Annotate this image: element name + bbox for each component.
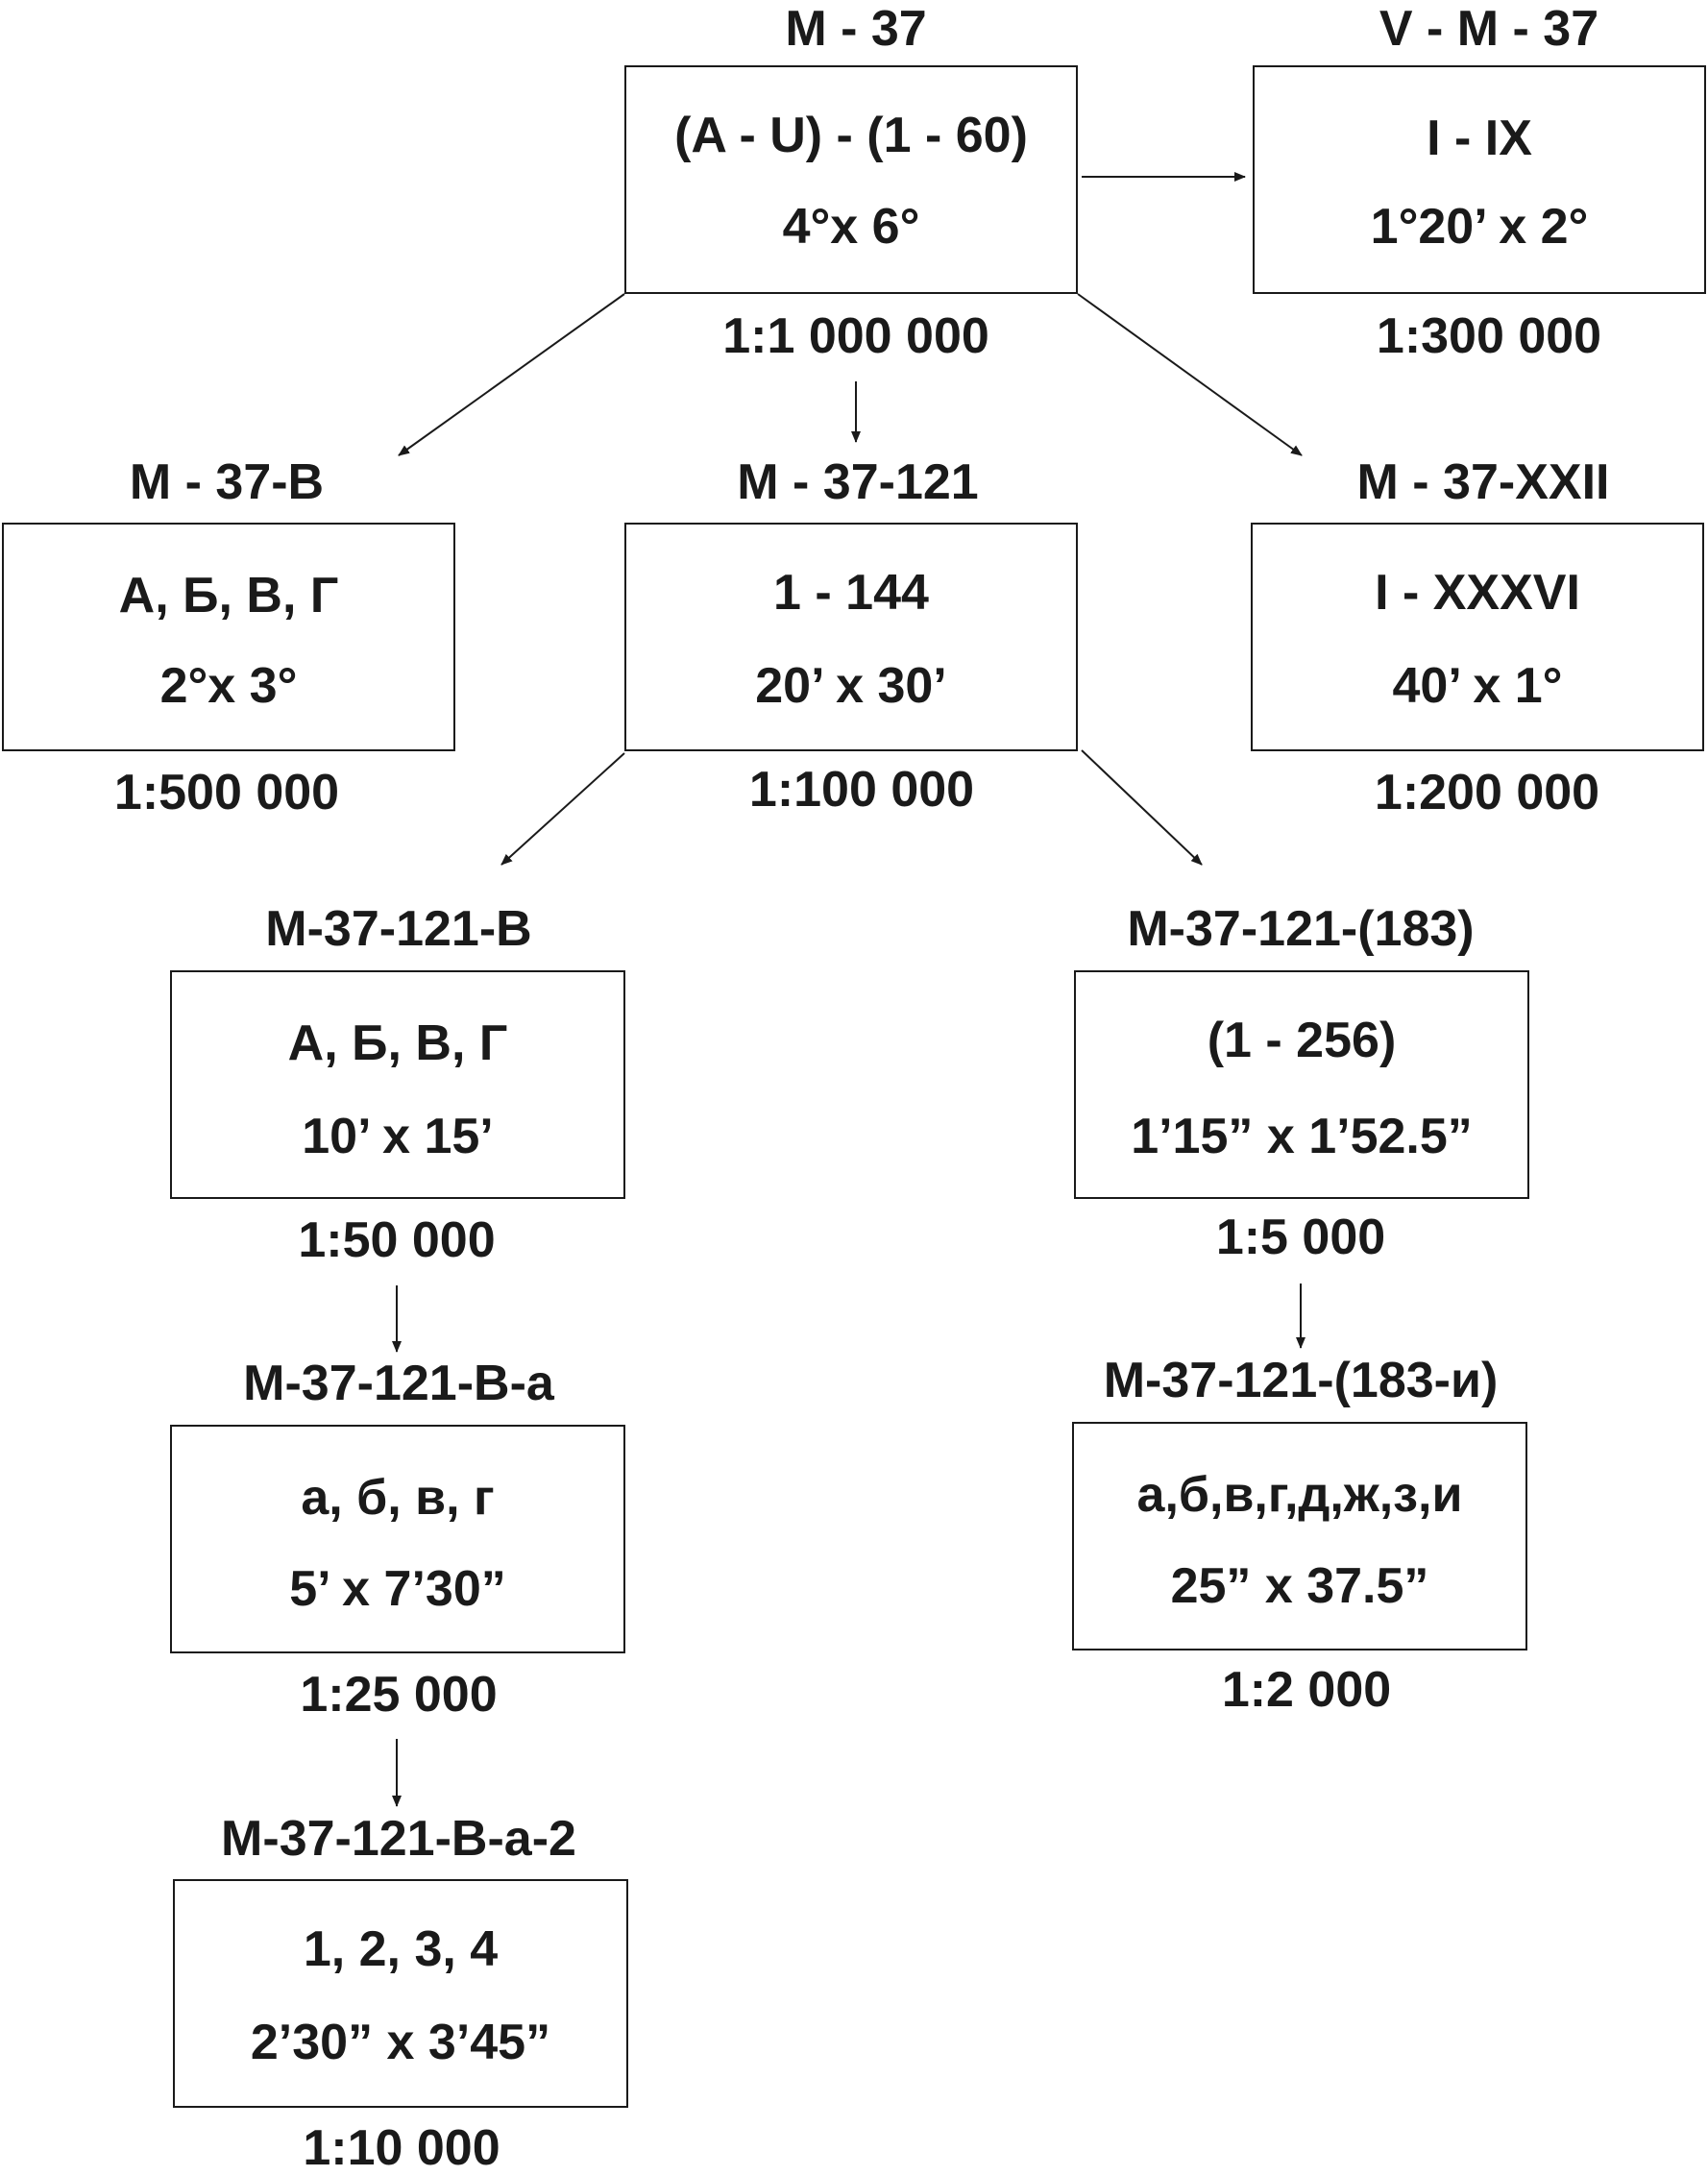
node-sheet-size: 5’ x 7’30”: [289, 1561, 506, 1617]
node-box: 1 - 144 20’ x 30’: [624, 523, 1078, 751]
node-scale: 1:25 000: [300, 1667, 498, 1723]
node-sheet-range: а,б,в,г,д,ж,з,и: [1136, 1467, 1463, 1523]
node-box: (1 - 256) 1’15” x 1’52.5”: [1074, 970, 1529, 1199]
node-title: V - M - 37: [1379, 1, 1599, 57]
node-title: М-37-121-(183): [1127, 901, 1475, 957]
node-scale: 1:500 000: [113, 765, 340, 820]
node-sheet-range: (A - U) - (1 - 60): [674, 108, 1028, 163]
node-sheet-range: I - XXXVI: [1375, 565, 1580, 621]
node-sheet-size: 2°x 3°: [159, 658, 298, 714]
node-sheet-range: А, Б, В, Г: [118, 568, 339, 623]
node-sheet-size: 20’ x 30’: [755, 658, 947, 714]
arrow-m37-121-to-m37-121-v: [500, 752, 625, 866]
node-sheet-size: 1’15” x 1’52.5”: [1131, 1109, 1473, 1164]
node-scale: 1:10 000: [303, 2120, 500, 2176]
node-title: М-37-121-В-а-2: [221, 1811, 576, 1867]
node-title: M - 37-121: [737, 454, 979, 510]
node-scale: 1:50 000: [298, 1212, 496, 1268]
arrow-m37-121-to-m37-121-183: [1081, 749, 1203, 866]
node-title: M - 37: [785, 1, 927, 57]
node-sheet-size: 10’ x 15’: [302, 1109, 494, 1164]
node-box: А, Б, В, Г 2°x 3°: [2, 523, 455, 751]
node-title: М-37-121-В-а: [243, 1356, 554, 1411]
node-scale: 1:200 000: [1374, 765, 1600, 820]
node-sheet-range: 1 - 144: [773, 565, 929, 621]
node-scale: 1:100 000: [748, 762, 975, 818]
node-sheet-range: (1 - 256): [1207, 1013, 1397, 1068]
node-sheet-range: I - IX: [1427, 110, 1532, 166]
node-sheet-size: 2’30” x 3’45”: [250, 2015, 551, 2070]
node-scale: 1:300 000: [1376, 308, 1602, 364]
node-box: а,б,в,г,д,ж,з,и 25” x 37.5”: [1072, 1422, 1527, 1650]
node-title: М-37-121-(183-и): [1103, 1353, 1499, 1408]
node-sheet-size: 25” x 37.5”: [1170, 1558, 1429, 1614]
node-sheet-range: А, Б, В, Г: [287, 1015, 508, 1071]
node-box: а, б, в, г 5’ x 7’30”: [170, 1425, 625, 1653]
node-sheet-range: а, б, в, г: [301, 1470, 495, 1526]
node-sheet-size: 40’ x 1°: [1392, 658, 1563, 714]
node-box: А, Б, В, Г 10’ x 15’: [170, 970, 625, 1199]
arrow-m37-to-m37v: [398, 293, 625, 456]
node-sheet-size: 1°20’ x 2°: [1370, 199, 1589, 255]
node-box: 1, 2, 3, 4 2’30” x 3’45”: [173, 1879, 628, 2108]
node-title: M - 37-В: [129, 454, 325, 510]
node-scale: 1:2 000: [1221, 1662, 1392, 1718]
node-box: (A - U) - (1 - 60) 4°x 6°: [624, 65, 1078, 294]
node-box: I - XXXVI 40’ x 1°: [1251, 523, 1704, 751]
node-title: М-37-121-В: [265, 901, 532, 957]
node-sheet-range: 1, 2, 3, 4: [303, 1921, 499, 1977]
node-sheet-size: 4°x 6°: [782, 199, 920, 255]
node-title: M - 37-XXII: [1356, 454, 1610, 510]
node-scale: 1:5 000: [1215, 1210, 1386, 1265]
arrow-m37-to-m37-xxii: [1077, 293, 1303, 456]
node-scale: 1:1 000 000: [722, 308, 989, 364]
node-box: I - IX 1°20’ x 2°: [1253, 65, 1706, 294]
